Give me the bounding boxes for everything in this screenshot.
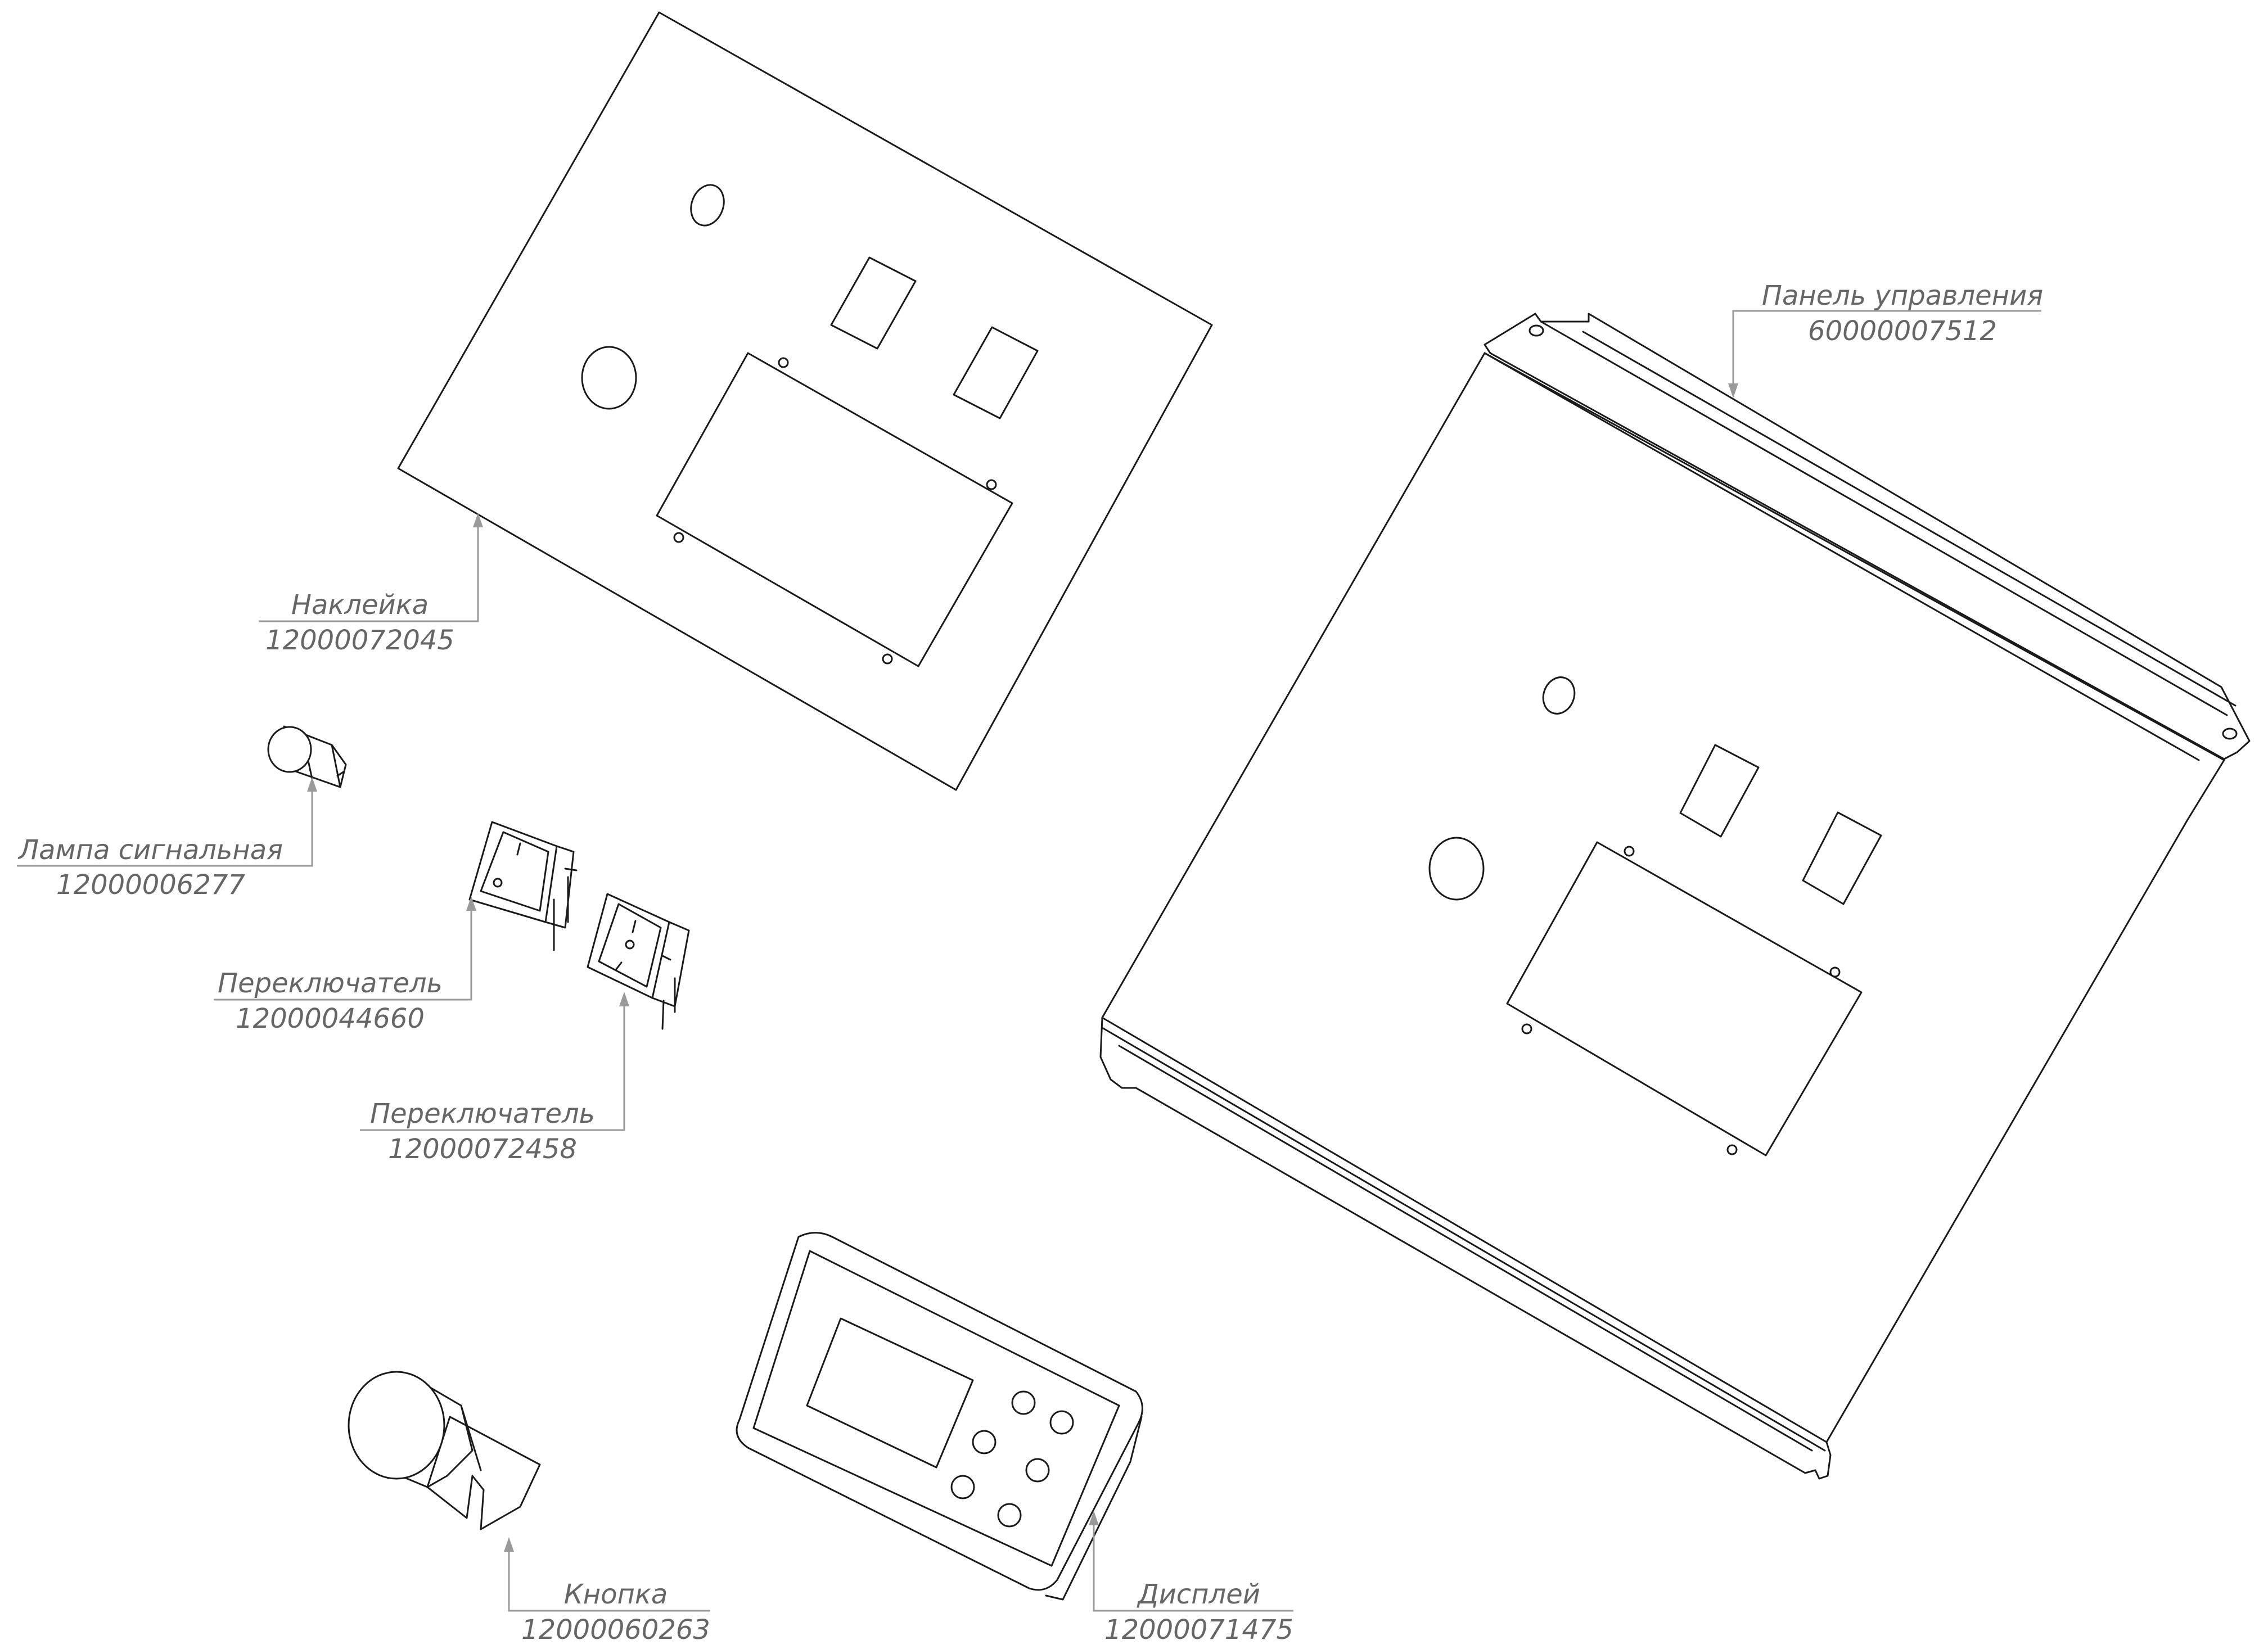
- switch-2-part: [587, 893, 690, 1030]
- callout-sticker-code: 12000072045: [265, 625, 454, 656]
- callout-switch-2-name: Переключатель: [370, 1098, 595, 1130]
- callout-switch-1: Переключатель 12000044660: [218, 968, 443, 1034]
- callout-button-code: 12000060263: [521, 1614, 710, 1646]
- callout-display-name: Дисплей: [1137, 1579, 1260, 1610]
- callout-panel: Панель управления 60000007512: [1762, 280, 2043, 347]
- signal-lamp-part: [267, 725, 347, 788]
- callout-sticker: Наклейка 12000072045: [265, 589, 454, 656]
- callout-sticker-name: Наклейка: [291, 589, 429, 621]
- display-part: [736, 1232, 1143, 1601]
- switch-1-part: [468, 821, 578, 951]
- callout-button: Кнопка 12000060263: [521, 1579, 710, 1646]
- callout-display-code: 12000071475: [1104, 1614, 1293, 1646]
- leader-lines: [17, 310, 2041, 1612]
- control-panel-part: [1099, 313, 2251, 1480]
- callout-panel-code: 60000007512: [1808, 315, 1997, 347]
- emergency-button-part: [348, 1371, 541, 1530]
- callout-lamp-code: 12000006277: [56, 869, 245, 901]
- callout-switch-1-name: Переключатель: [218, 968, 443, 999]
- callout-lamp-name: Лампа сигнальная: [17, 834, 283, 866]
- sticker-part: [397, 11, 1213, 791]
- callout-display: Дисплей 12000071475: [1104, 1579, 1293, 1646]
- callout-switch-1-code: 12000044660: [236, 1003, 425, 1034]
- callout-panel-name: Панель управления: [1762, 280, 2043, 311]
- callout-lamp: Лампа сигнальная 12000006277: [17, 834, 283, 901]
- callout-switch-2-code: 12000072458: [388, 1133, 577, 1165]
- callout-switch-2: Переключатель 12000072458: [370, 1098, 595, 1165]
- callout-button-name: Кнопка: [564, 1579, 668, 1610]
